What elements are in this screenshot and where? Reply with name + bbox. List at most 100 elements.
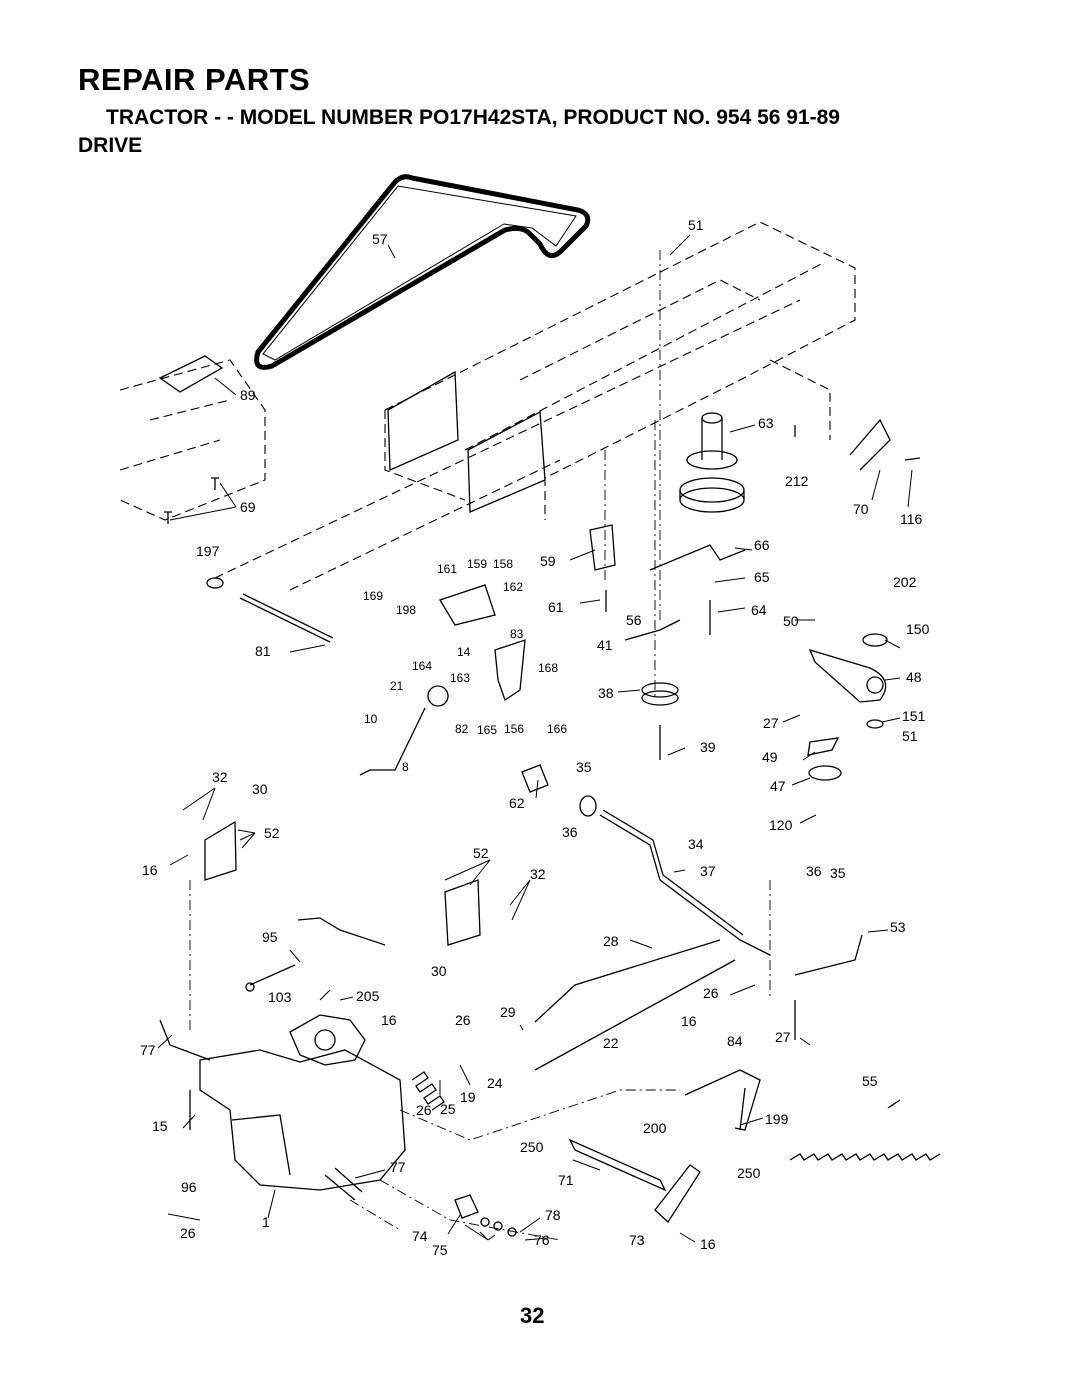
part-label: 82 xyxy=(455,722,469,736)
part-label: 71 xyxy=(558,1172,574,1188)
part-label: 197 xyxy=(196,543,220,559)
part-label: 16 xyxy=(142,862,158,878)
part-label: 63 xyxy=(758,415,774,431)
part-label: 205 xyxy=(356,988,380,1004)
shift-rod-28 xyxy=(534,939,721,1023)
part-label: 16 xyxy=(381,1012,397,1028)
part-label: 28 xyxy=(603,933,619,949)
part-label: 26 xyxy=(416,1102,432,1118)
part-label: 50 xyxy=(783,613,799,629)
part-label: 56 xyxy=(626,612,642,628)
part-label: 116 xyxy=(900,511,923,527)
part-label: 38 xyxy=(598,685,614,701)
part-label: 24 xyxy=(487,1075,503,1091)
frame-side-plate-right xyxy=(467,410,546,513)
part-label: 158 xyxy=(493,557,513,571)
part-label: 59 xyxy=(540,553,556,569)
bracket-49 xyxy=(807,737,840,756)
bracket-73 xyxy=(654,1164,701,1224)
part-label: 163 xyxy=(450,671,470,685)
part-label: 165 xyxy=(477,723,497,737)
part-label: 76 xyxy=(534,1232,550,1248)
spring-55 xyxy=(789,1099,941,1161)
bracket-71 xyxy=(568,1138,667,1192)
page-number: 32 xyxy=(520,1303,545,1328)
idler-arm-48 xyxy=(808,648,887,703)
shift-lever-bracket xyxy=(494,639,526,702)
part-label: 78 xyxy=(545,1207,561,1223)
idler-bracket-66 xyxy=(649,544,746,571)
spacer-74 xyxy=(454,1194,479,1219)
part-label: 36 xyxy=(562,824,578,840)
part-label: 37 xyxy=(700,863,716,879)
engine-pulley-lower xyxy=(679,477,745,503)
part-label: 8 xyxy=(402,760,409,774)
part-label: 1 xyxy=(262,1214,270,1230)
part-label: 35 xyxy=(830,865,846,881)
part-label: 250 xyxy=(737,1165,761,1181)
part-label: 199 xyxy=(765,1111,789,1127)
part-label: 74 xyxy=(412,1228,428,1244)
washer-151 xyxy=(866,719,884,729)
part-label: 212 xyxy=(785,473,809,489)
part-label: 16 xyxy=(700,1236,716,1252)
part-label: 15 xyxy=(152,1118,168,1134)
page-title: REPAIR PARTS xyxy=(78,62,311,97)
part-label: 89 xyxy=(240,387,256,403)
section-title: DRIVE xyxy=(78,134,143,157)
part-label: 21 xyxy=(390,679,404,693)
part-label: 52 xyxy=(473,845,489,861)
model-subtitle: TRACTOR - - MODEL NUMBER PO17H42STA, PRO… xyxy=(106,106,840,129)
part-label: 166 xyxy=(547,722,567,736)
part-label: 35 xyxy=(576,759,592,775)
part-label: 200 xyxy=(643,1120,667,1136)
part-label: 29 xyxy=(500,1004,516,1020)
part-label: 96 xyxy=(181,1179,197,1195)
part-label: 198 xyxy=(396,603,416,617)
bracket-30 xyxy=(204,820,237,881)
part-label: 77 xyxy=(140,1042,156,1058)
belt-guard xyxy=(158,355,224,393)
engine-pulley-upper xyxy=(686,450,738,470)
part-label: 62 xyxy=(509,795,525,811)
part-label: 30 xyxy=(252,781,268,797)
part-label: 81 xyxy=(255,643,271,659)
part-label: 49 xyxy=(762,749,778,765)
part-label: 61 xyxy=(548,599,564,615)
shift-rod xyxy=(239,597,331,643)
part-label: 25 xyxy=(440,1101,456,1117)
part-label: 250 xyxy=(520,1139,544,1155)
part-label: 169 xyxy=(363,589,383,603)
part-label: 162 xyxy=(503,580,523,594)
part-label: 83 xyxy=(510,627,524,641)
part-label: 65 xyxy=(754,569,770,585)
bracket-70 xyxy=(849,418,891,471)
knob-21 xyxy=(427,685,449,707)
part-label: 120 xyxy=(769,817,793,833)
part-label: 19 xyxy=(460,1089,476,1105)
transaxle-body xyxy=(199,1049,406,1191)
shift-lever-8 xyxy=(359,707,426,776)
part-label: 55 xyxy=(862,1073,878,1089)
part-label: 64 xyxy=(751,602,767,618)
part-label: 52 xyxy=(264,825,280,841)
rod-77a xyxy=(159,1019,211,1061)
part-label: 47 xyxy=(770,778,786,794)
part-label: 77 xyxy=(390,1159,406,1175)
part-label: 84 xyxy=(727,1033,743,1049)
part-label: 10 xyxy=(364,712,378,726)
part-label: 202 xyxy=(893,574,917,590)
part-label: 39 xyxy=(700,739,716,755)
part-label: 69 xyxy=(240,499,256,515)
bracket-199 xyxy=(684,1069,761,1131)
part-label: 26 xyxy=(455,1012,471,1028)
part-label: 41 xyxy=(597,637,613,653)
idler-pulley-47 xyxy=(808,765,842,781)
bushing-197 xyxy=(206,577,224,589)
part-label: 156 xyxy=(504,722,524,736)
part-label: 66 xyxy=(754,537,770,553)
rod-95b xyxy=(249,964,296,986)
part-label: 22 xyxy=(603,1035,619,1051)
part-label: 168 xyxy=(538,661,558,675)
